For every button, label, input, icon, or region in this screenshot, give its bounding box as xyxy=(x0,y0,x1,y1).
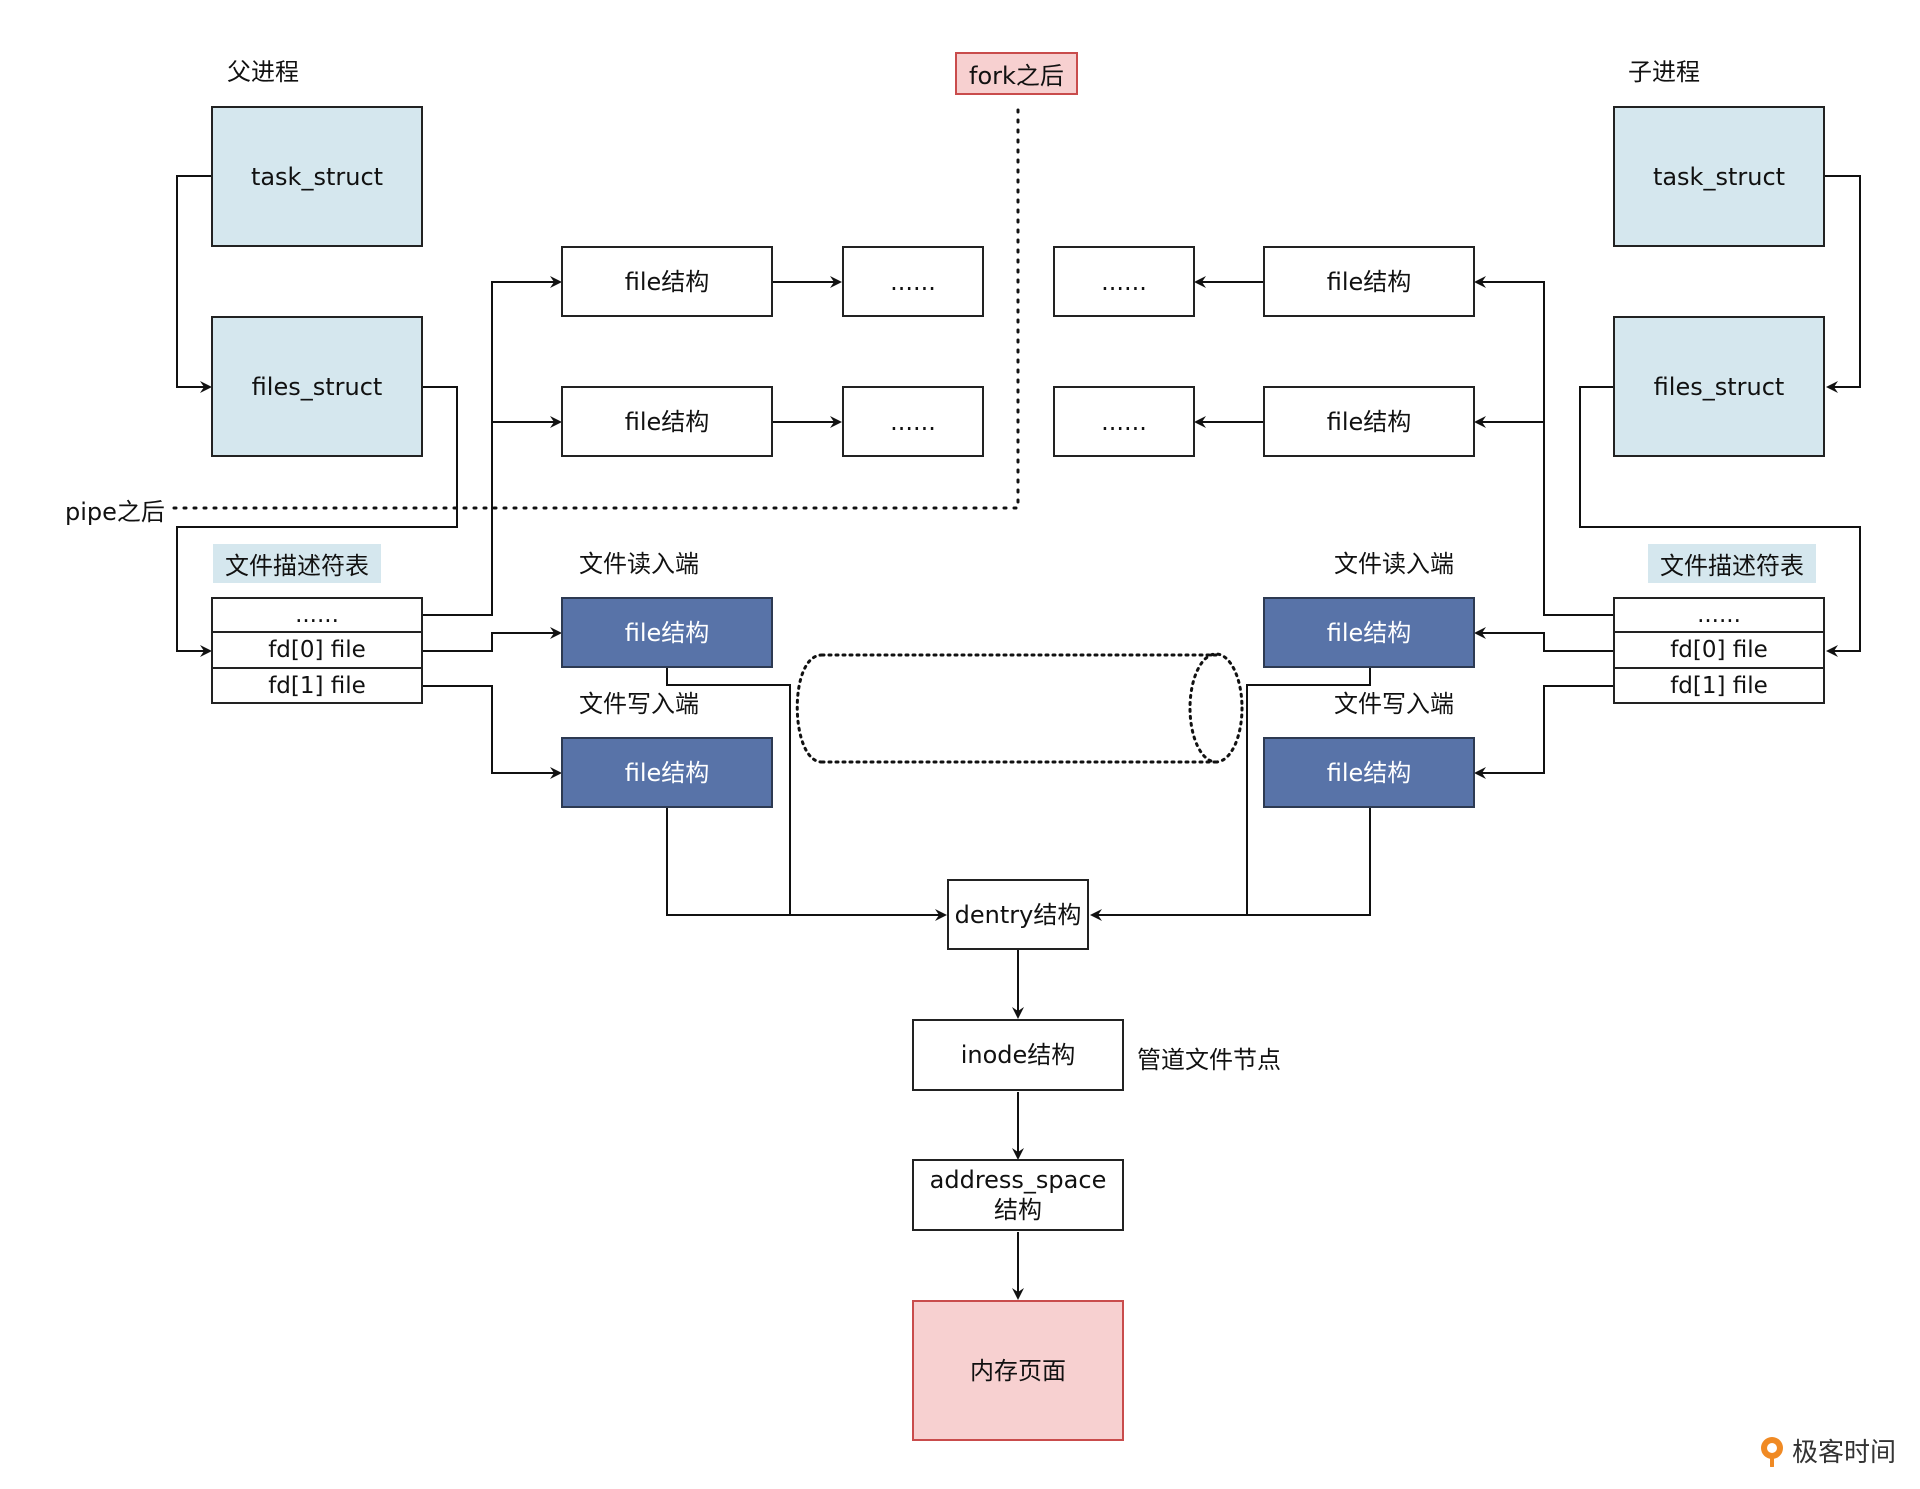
parent-process-title: 父进程 xyxy=(227,58,299,86)
parent-fd1-to-write-arrow xyxy=(422,685,562,779)
parent-task-to-files-arrow xyxy=(176,175,212,393)
child-read-end-label: 文件读入端 xyxy=(1334,550,1454,578)
child-files-to-fdtable-arrow xyxy=(1579,386,1861,657)
parent-file-struct-2: file结构 xyxy=(561,386,773,457)
inode-struct: inode结构 xyxy=(912,1019,1124,1091)
parent-fd-row-ellipsis: ...... xyxy=(211,597,423,633)
child-task-struct: task_struct xyxy=(1613,106,1825,247)
child-write-to-dentry-arrow xyxy=(1090,808,1371,921)
brand-text: 极客时间 xyxy=(1791,1438,1896,1468)
parent-ellipsis-2: ...... xyxy=(842,386,984,457)
child-fd-row-fd0: fd[0] file xyxy=(1613,633,1825,669)
brand-logo: 极客时间 xyxy=(1758,1432,1896,1469)
fork-marker: fork之后 xyxy=(955,52,1078,95)
parent-fd-table-label: 文件描述符表 xyxy=(213,544,381,583)
inode-note: 管道文件节点 xyxy=(1137,1046,1281,1074)
child-fd1-to-write-arrow xyxy=(1474,685,1614,779)
parent-read-to-dentry-line xyxy=(666,668,791,915)
parent-write-file-struct: file结构 xyxy=(561,737,773,808)
parent-write-end-label: 文件写入端 xyxy=(579,690,699,718)
child-read-file-struct: file结构 xyxy=(1263,597,1475,668)
child-file-struct-2: file结构 xyxy=(1263,386,1475,457)
parent-fd0-to-read-arrow xyxy=(422,627,562,652)
dentry-struct: dentry结构 xyxy=(947,879,1089,950)
parent-fd-row-fd1: fd[1] file xyxy=(211,669,423,704)
parent-ellipsis-1: ...... xyxy=(842,246,984,317)
child-fd-row-ellipsis: ...... xyxy=(1613,597,1825,633)
parent-fd-to-file1-arrow xyxy=(422,276,562,616)
parent-task-struct: task_struct xyxy=(211,106,423,247)
child-file-struct-1: file结构 xyxy=(1263,246,1475,317)
child-files-struct: files_struct xyxy=(1613,316,1825,457)
parent-fd-row-fd0: fd[0] file xyxy=(211,633,423,669)
address-space-struct: address_space 结构 xyxy=(912,1159,1124,1231)
child-fd-row-fd1: fd[1] file xyxy=(1613,669,1825,704)
parent-files-struct: files_struct xyxy=(211,316,423,457)
child-read-to-dentry-line xyxy=(1246,668,1371,915)
parent-file-struct-1: file结构 xyxy=(561,246,773,317)
child-fd0-to-read-arrow xyxy=(1474,627,1614,652)
child-process-title: 子进程 xyxy=(1628,58,1700,86)
geektime-logo-icon xyxy=(1760,1436,1783,1467)
parent-write-to-dentry-arrow xyxy=(666,808,947,921)
parent-read-end-label: 文件读入端 xyxy=(579,550,699,578)
child-write-end-label: 文件写入端 xyxy=(1334,690,1454,718)
child-task-to-files-arrow xyxy=(1824,175,1861,393)
parent-files-to-fdtable-arrow xyxy=(176,386,458,657)
child-ellipsis-2: ...... xyxy=(1053,386,1195,457)
parent-read-file-struct: file结构 xyxy=(561,597,773,668)
pipe-cylinder xyxy=(795,652,1244,764)
child-fd-table-label: 文件描述符表 xyxy=(1648,544,1816,583)
child-ellipsis-1: ...... xyxy=(1053,246,1195,317)
pipe-marker: pipe之后 xyxy=(65,498,165,526)
fork-dotted-line xyxy=(168,108,1020,510)
child-write-file-struct: file结构 xyxy=(1263,737,1475,808)
memory-page: 内存页面 xyxy=(912,1300,1124,1441)
child-fd-to-file1-arrow xyxy=(1474,276,1614,616)
